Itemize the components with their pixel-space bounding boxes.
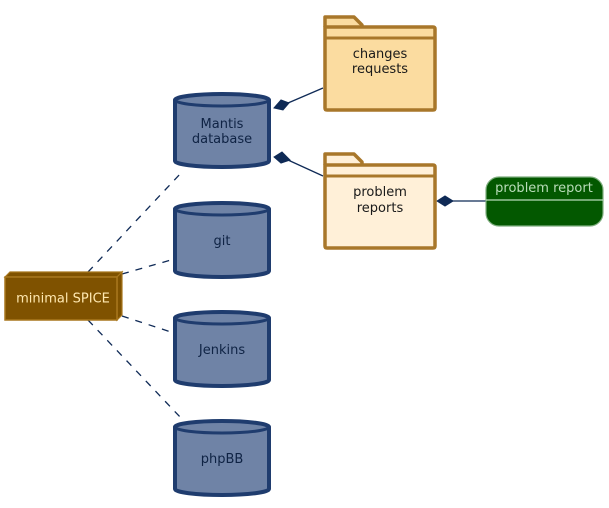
folder-problems-tab	[323, 152, 364, 165]
artifact-body	[485, 176, 604, 227]
database-git-rim	[173, 208, 271, 217]
artifact-label: problem report	[495, 181, 593, 196]
node-label: minimal SPICE	[16, 292, 110, 307]
folder-problems-label-line1: problem	[353, 185, 407, 200]
edge-mantis-changes	[287, 87, 324, 104]
folder-problem-reports[interactable]: problem reports	[323, 152, 437, 250]
database-phpbb-label: phpBB	[201, 452, 244, 467]
folder-changes-label-line1: changes	[353, 47, 408, 62]
database-jenkins-rim	[173, 317, 271, 326]
database-jenkins-label: Jenkins	[198, 343, 245, 358]
diamond-mantis-problems	[273, 151, 291, 164]
database-mantis[interactable]: Mantis database	[173, 92, 271, 169]
folder-changes-shape	[323, 25, 437, 112]
database-jenkins[interactable]: Jenkins	[173, 310, 271, 388]
database-mantis-rim	[173, 99, 271, 108]
database-git-body	[173, 201, 271, 279]
edge-node-mantis	[87, 172, 182, 273]
database-phpbb[interactable]: phpBB	[173, 419, 271, 497]
database-phpbb-rim	[173, 426, 271, 435]
node-body	[4, 276, 118, 321]
database-mantis-label-line2: database	[192, 132, 252, 147]
diamond-mantis-changes	[273, 99, 290, 111]
composition-edges	[273, 87, 486, 207]
folder-problems-shape	[323, 163, 437, 250]
edge-node-phpbb	[87, 319, 182, 419]
node-minimal-spice[interactable]: minimal SPICE	[3, 270, 124, 322]
diamond-problems-artifact	[436, 195, 454, 207]
edge-mantis-problems	[287, 159, 324, 177]
artifact-problem-report[interactable]: problem report	[485, 176, 604, 227]
folder-problems-label-line2: reports	[357, 201, 404, 216]
folder-changes-label-line2: requests	[352, 62, 408, 77]
database-git[interactable]: git	[173, 201, 271, 279]
database-git-label: git	[214, 234, 231, 249]
folder-changes-requests[interactable]: changes requests	[323, 15, 437, 112]
edge-node-git	[121, 259, 172, 275]
node-to-database-edges	[87, 172, 182, 419]
database-jenkins-body	[173, 310, 271, 388]
database-mantis-label-line1: Mantis	[201, 117, 244, 132]
database-mantis-body	[173, 92, 271, 169]
edge-node-jenkins	[121, 315, 172, 333]
database-phpbb-body	[173, 419, 271, 497]
